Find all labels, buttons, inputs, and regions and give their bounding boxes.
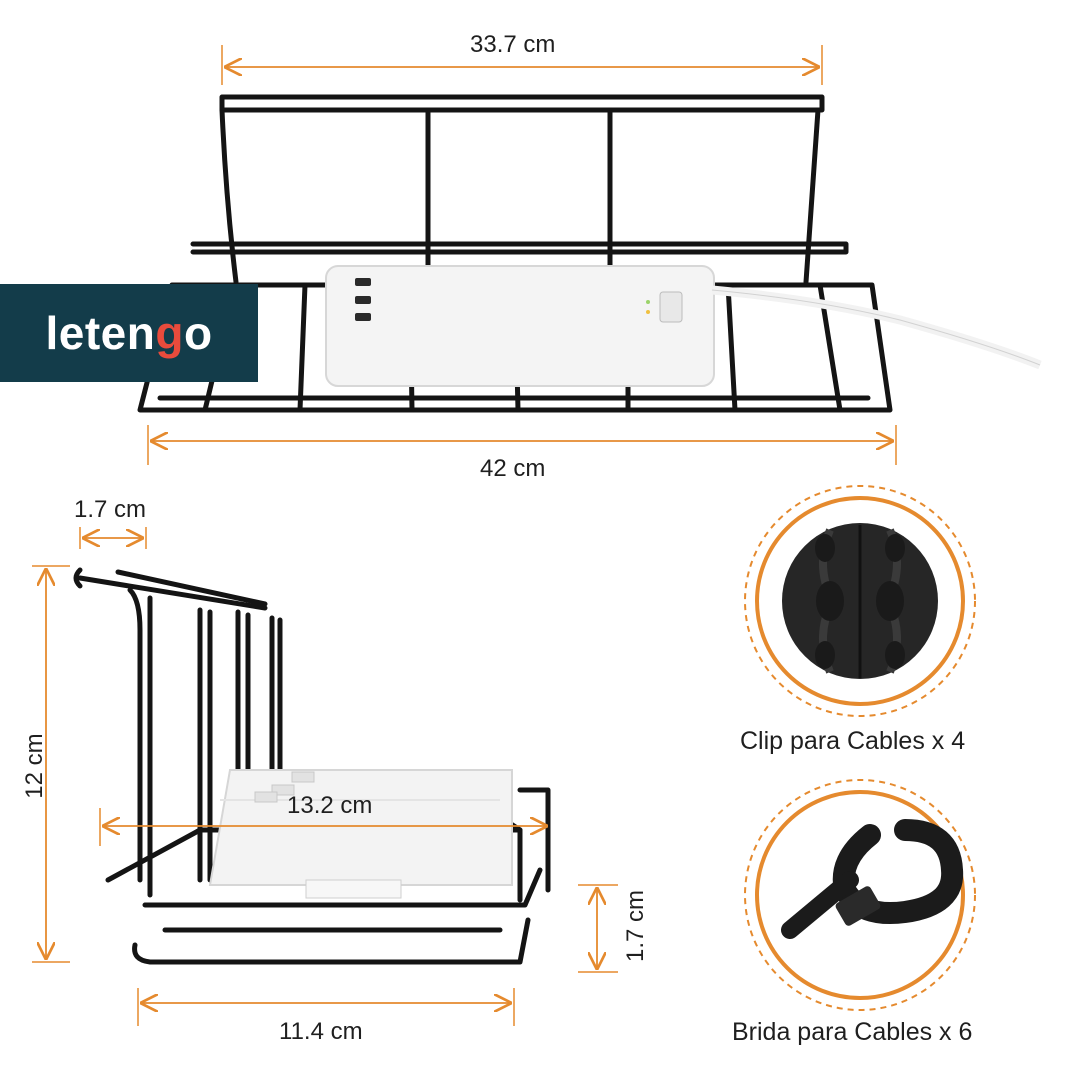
logo-accent-letter: g <box>155 307 184 359</box>
top-width-label: 33.7 cm <box>470 31 556 58</box>
power-strip-front <box>325 265 1042 387</box>
depth-top-label: 13.2 cm <box>287 792 373 819</box>
power-strip-side <box>208 769 513 899</box>
depth-bottom-label: 11.4 cm <box>279 1018 363 1045</box>
hook-width-label: 1.7 cm <box>74 496 147 523</box>
cable-clip-icon <box>744 485 976 717</box>
bottom-width-label: 42 cm <box>480 455 546 482</box>
lip-height-label: 1.7 cm <box>622 889 649 963</box>
height-label: 12 cm <box>21 733 48 799</box>
brand-logo-text: letengo <box>45 307 213 359</box>
cable-tie-icon <box>744 779 976 1011</box>
brand-logo: letengo <box>0 284 258 382</box>
side-basket <box>73 567 551 965</box>
cable-tie-caption: Brida para Cables x 6 <box>732 1018 973 1046</box>
cable-clip-caption: Clip para Cables x 4 <box>740 727 966 755</box>
